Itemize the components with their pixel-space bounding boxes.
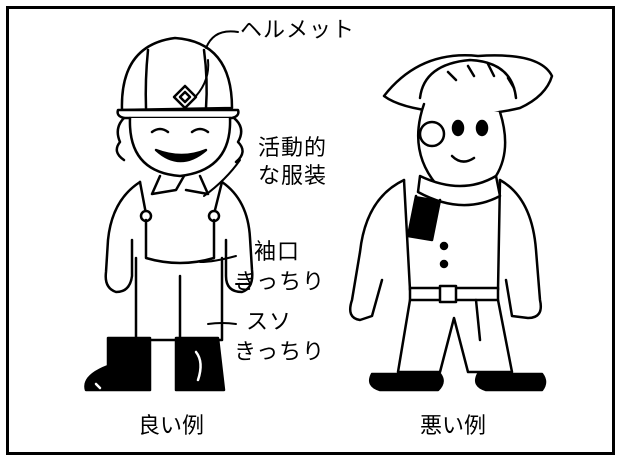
annotation-leaders — [195, 30, 251, 325]
clothing-label-line2: な服装 — [258, 164, 328, 189]
good-worker-figure — [84, 36, 254, 392]
good-example-caption: 良い例 — [138, 414, 205, 439]
cuffs-label-line2: きっちり — [234, 270, 326, 295]
clothing-label-line1: 活動的 — [258, 136, 328, 161]
cuffs-label-line1: 袖口 — [254, 240, 301, 265]
bad-worker-figure — [349, 54, 554, 392]
bad-example-caption: 悪い例 — [420, 414, 487, 439]
hem-label-line1: スソ — [246, 310, 293, 335]
hem-label-line2: きっちり — [234, 340, 326, 365]
helmet-label: ヘルメット — [240, 18, 356, 43]
